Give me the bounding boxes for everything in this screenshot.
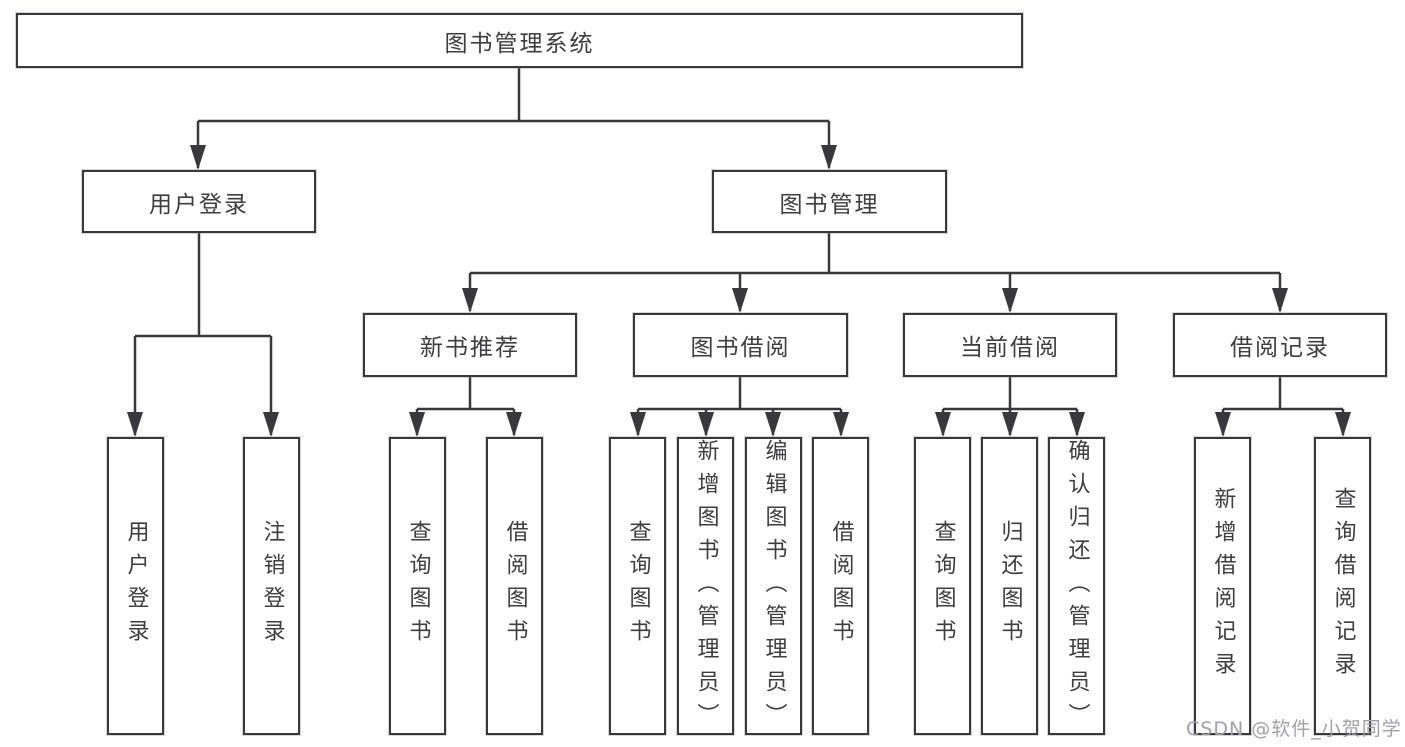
node-book-borrowing-label: 图书借阅	[690, 335, 791, 361]
csdn-watermark: CSDN @软件_小贺同学	[1186, 718, 1402, 740]
leaf-borrow-books-borrowing: 借阅图书	[812, 437, 869, 735]
leaf-borrow-books-recommend: 借阅图书	[486, 437, 543, 735]
node-new-book-recommend-label: 新书推荐	[420, 335, 520, 361]
leaf-edit-book-admin-label: 编辑图书（管理员）	[761, 439, 787, 736]
node-new-book-recommend: 新书推荐	[363, 313, 577, 377]
leaf-borrow-books-recommend-label: 借阅图书	[502, 520, 528, 652]
node-user-login-label: 用户登录	[149, 191, 249, 218]
leaf-add-book-admin: 新增图书（管理员）	[677, 437, 734, 736]
leaf-add-borrow-record: 新增借阅记录	[1194, 437, 1251, 735]
leaf-borrow-books-borrowing-label: 借阅图书	[828, 520, 854, 652]
leaf-query-books-recommend: 查询图书	[389, 437, 446, 735]
leaf-query-books-borrowing: 查询图书	[609, 437, 666, 735]
node-current-borrowing: 当前借阅	[903, 313, 1117, 377]
node-borrowing-records-label: 借阅记录	[1230, 335, 1330, 361]
node-book-management-label: 图书管理	[779, 191, 880, 218]
leaf-user-login-label: 用户登录	[123, 520, 149, 652]
leaf-edit-book-admin: 编辑图书（管理员）	[745, 437, 802, 736]
leaf-query-books-current: 查询图书	[914, 437, 971, 735]
leaf-logout: 注销登录	[243, 437, 300, 735]
leaf-add-book-admin-label: 新增图书（管理员）	[693, 439, 719, 736]
leaf-query-books-borrowing-label: 查询图书	[625, 520, 651, 652]
node-book-borrowing: 图书借阅	[633, 313, 848, 377]
node-current-borrowing-label: 当前借阅	[960, 335, 1060, 361]
leaf-add-borrow-record-label: 新增借阅记录	[1210, 487, 1236, 685]
node-book-management: 图书管理	[712, 170, 947, 233]
node-borrowing-records: 借阅记录	[1173, 313, 1387, 377]
leaf-return-book-label: 归还图书	[997, 520, 1023, 652]
leaf-user-login: 用户登录	[107, 437, 164, 735]
leaf-query-books-current-label: 查询图书	[930, 520, 956, 652]
leaf-confirm-return-admin-label: 确认归还（管理员）	[1064, 439, 1090, 736]
leaf-query-borrow-record: 查询借阅记录	[1314, 437, 1371, 735]
leaf-return-book: 归还图书	[981, 437, 1038, 735]
leaf-logout-label: 注销登录	[259, 520, 285, 652]
node-root: 图书管理系统	[16, 13, 1023, 68]
leaf-query-borrow-record-label: 查询借阅记录	[1330, 487, 1356, 685]
node-user-login: 用户登录	[82, 170, 316, 233]
leaf-confirm-return-admin: 确认归还（管理员）	[1048, 437, 1105, 736]
leaf-query-books-recommend-label: 查询图书	[405, 520, 431, 652]
node-root-label: 图书管理系统	[444, 30, 595, 57]
